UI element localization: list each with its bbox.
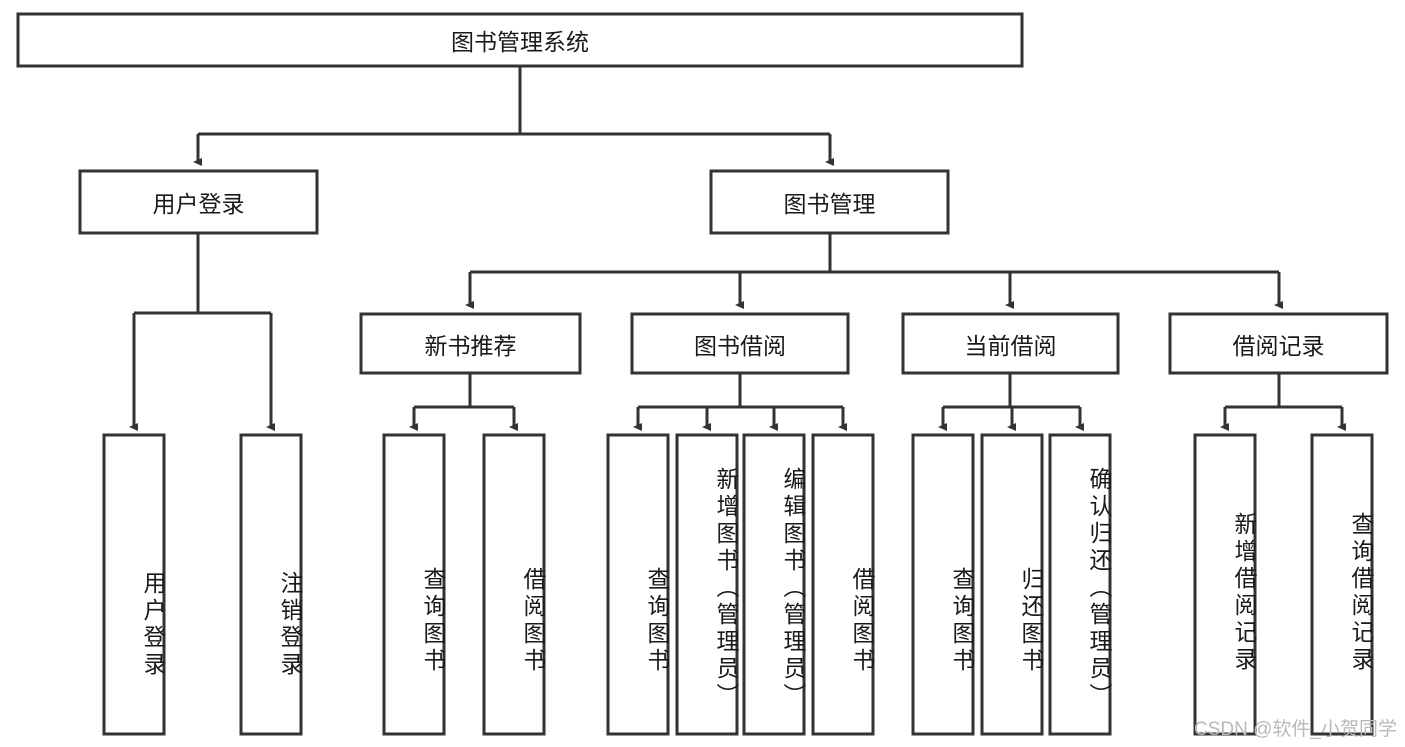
node-box-borrow-record[interactable] bbox=[1168, 312, 1389, 375]
watermark-label: CSDN @软件_小贺同学 bbox=[1194, 719, 1397, 740]
node-box-leaf-query-book-1[interactable] bbox=[382, 433, 446, 736]
node-box-leaf-add-borrow-record[interactable] bbox=[1193, 433, 1257, 736]
node-box-user-login[interactable] bbox=[78, 169, 319, 235]
node-box-leaf-add-book[interactable] bbox=[675, 433, 739, 736]
edges-root-to-level2 bbox=[193, 66, 834, 166]
edges-book-manage-to-level3 bbox=[465, 233, 1283, 309]
edges-book-borrow-to-leaves bbox=[633, 373, 847, 431]
node-box-new-book-recommend[interactable] bbox=[359, 312, 582, 375]
node-box-root[interactable] bbox=[16, 12, 1024, 68]
node-box-leaf-query-book-2[interactable] bbox=[606, 433, 670, 736]
node-box-leaf-edit-book[interactable] bbox=[742, 433, 806, 736]
node-box-leaf-query-book-3[interactable] bbox=[911, 433, 975, 736]
node-box-current-borrow[interactable] bbox=[901, 312, 1120, 375]
node-box-leaf-query-borrow-record[interactable] bbox=[1310, 433, 1374, 736]
node-box-leaf-confirm-return[interactable] bbox=[1048, 433, 1112, 736]
edges-new-book-recommend-to-leaves bbox=[409, 373, 518, 431]
edges-current-borrow-to-leaves bbox=[938, 373, 1084, 431]
node-box-leaf-borrow-book-2[interactable] bbox=[811, 433, 875, 736]
edges-user-login-to-leaves bbox=[129, 233, 275, 431]
edges-borrow-record-to-leaves bbox=[1220, 373, 1346, 431]
node-box-leaf-return-book[interactable] bbox=[980, 433, 1044, 736]
node-box-book-manage[interactable] bbox=[709, 169, 950, 235]
node-box-leaf-borrow-book-1[interactable] bbox=[482, 433, 546, 736]
node-box-leaf-user-login[interactable] bbox=[102, 433, 166, 736]
node-box-leaf-logout-login[interactable] bbox=[239, 433, 303, 736]
node-box-book-borrow[interactable] bbox=[630, 312, 850, 375]
